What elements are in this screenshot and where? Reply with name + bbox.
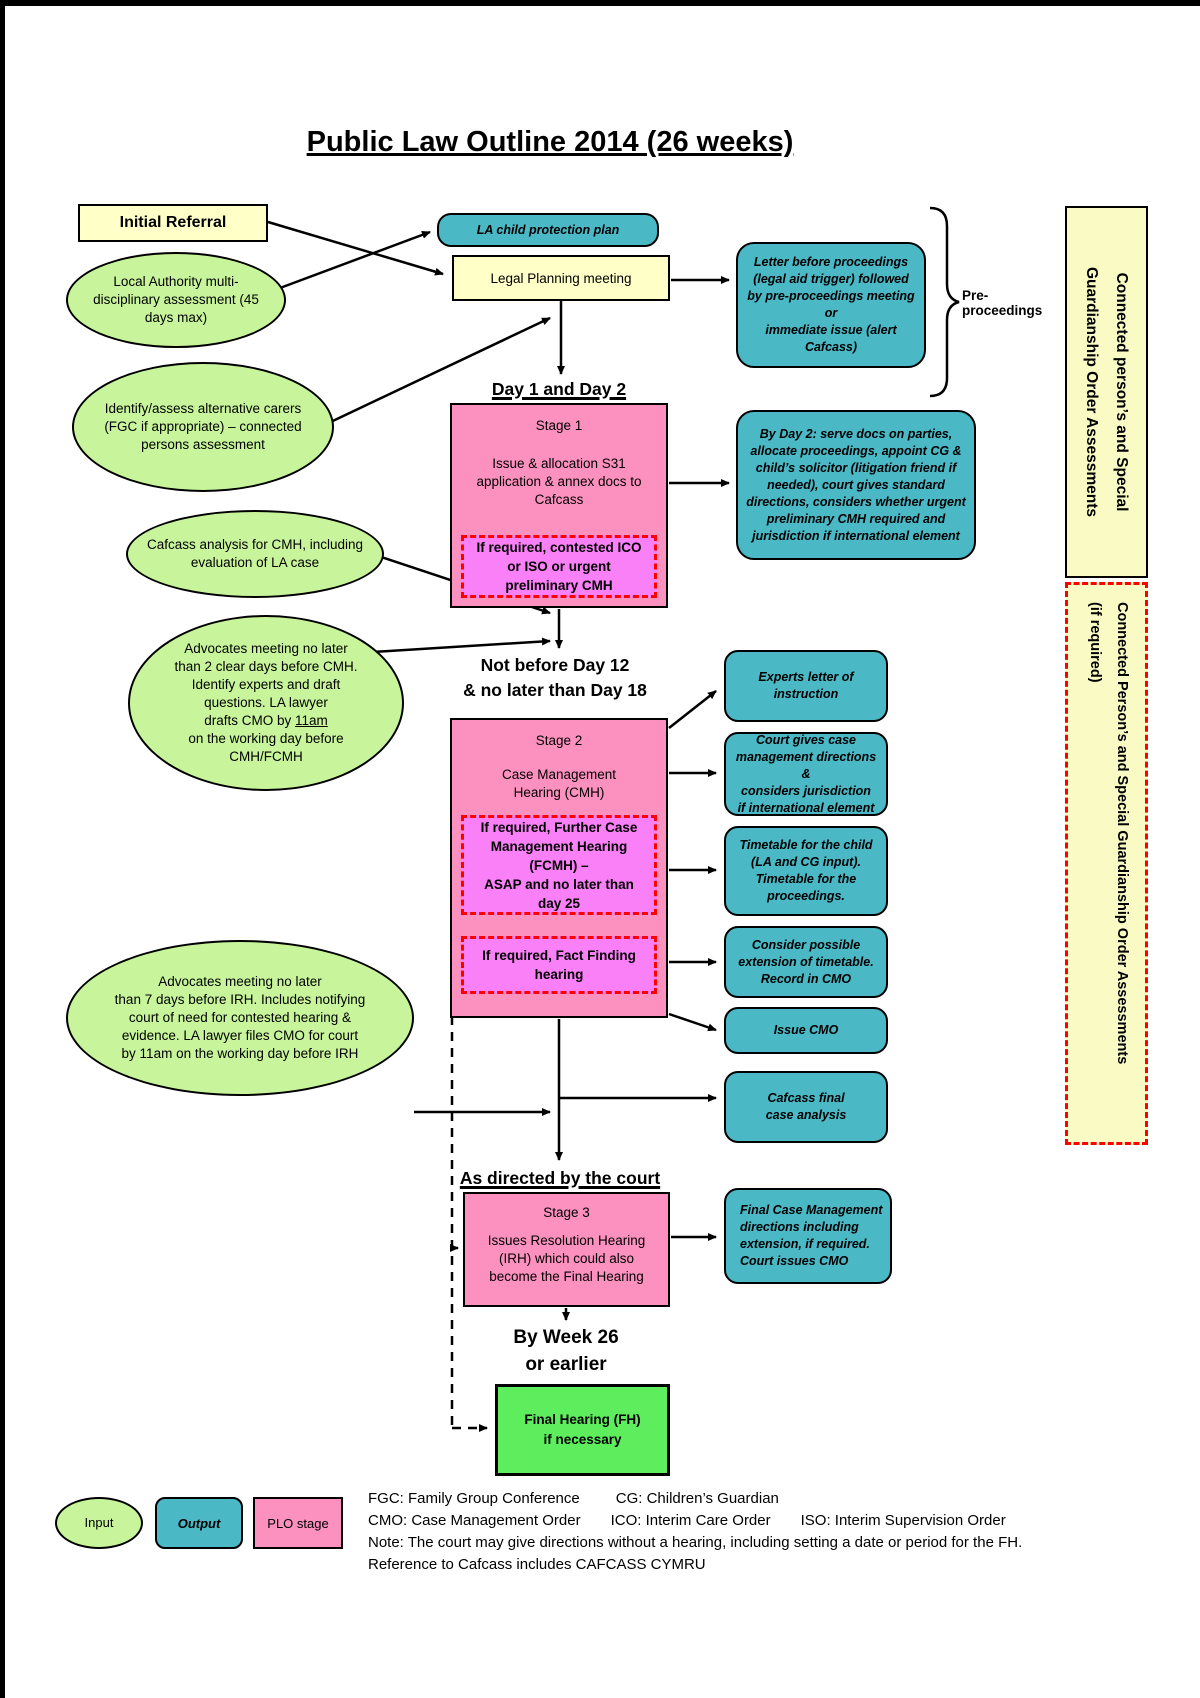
sidebar-connected-persons xyxy=(1065,206,1148,578)
arrow-initial-to-legal-planning xyxy=(267,220,444,276)
output-cafcass-final: Cafcass final case analysis xyxy=(724,1071,888,1143)
legend-cmo: CMO: Case Management Order xyxy=(368,1512,581,1529)
stage1-body: Issue & allocation S31 application & ann… xyxy=(476,456,642,507)
arrow-assessment-to-protection-plan xyxy=(279,230,431,290)
stage3-body: Issues Resolution Hearing (IRH) which co… xyxy=(487,1233,646,1284)
input-la-assessment: Local Authority multi-disciplinary asses… xyxy=(66,252,286,348)
stage1-heading: Day 1 and Day 2 xyxy=(491,379,627,399)
output-court-directions: Court gives case management directions &… xyxy=(724,732,888,816)
stage2-body: Case Management Hearing (CMH) xyxy=(501,767,617,800)
stage1-title: Stage 1 xyxy=(535,418,583,433)
stage2-title: Stage 2 xyxy=(535,733,583,748)
by-day2-rest: serve docs on parties, allocate proceedi… xyxy=(746,426,966,543)
output-by-day2: By Day 2: serve docs on parties, allocat… xyxy=(736,410,976,560)
arrow-advocates1-to-junction xyxy=(371,637,551,654)
legend-plo-sample: PLO stage xyxy=(253,1497,343,1549)
sidebar-top-line2: Guardianship Order Assessments xyxy=(1083,266,1100,518)
output-issue-cmo: Issue CMO xyxy=(724,1007,888,1054)
output-final-case-management: Final Case Management directions includi… xyxy=(724,1188,892,1284)
arrow-stage2-to-issue-cmo xyxy=(668,1012,717,1032)
input-cafcass-analysis: Cafcass analysis for CMH, including eval… xyxy=(126,510,384,598)
legend-note2: Reference to Cafcass includes CAFCASS CY… xyxy=(368,1556,706,1573)
legend-fgc: FGC: Family Group Conference xyxy=(368,1490,580,1507)
output-timetable: Timetable for the child (LA and CG input… xyxy=(724,826,888,916)
stage3-heading: As directed by the court xyxy=(459,1168,661,1188)
sidebar-bottom-line2: (if required) xyxy=(1087,602,1103,683)
node-initial-referral: Initial Referral xyxy=(78,204,268,242)
by-day2-lead: By Day 2: xyxy=(759,426,817,441)
stage1-box: Stage 1 Issue & allocation S31 applicati… xyxy=(450,403,668,608)
legend-note1: Note: The court may give directions with… xyxy=(368,1534,1023,1551)
stage2-box: Stage 2 Case Management Hearing (CMH) If… xyxy=(450,718,668,1018)
sidebar-connected-persons-text: Connected person’s and Special Guardians… xyxy=(1066,208,1146,576)
legend-output-sample: Output xyxy=(155,1497,243,1549)
input-identify-carers: Identify/assess alternative carers (FGC … xyxy=(72,362,334,492)
legend-text: FGC: Family Group Conference CG: Childre… xyxy=(368,1488,1048,1576)
sidebar-bottom-line1: Connected Person’s and Special Guardians… xyxy=(1114,602,1130,1065)
pre-proceedings-label: Pre- proceedings xyxy=(962,288,1043,318)
sidebar-connected-persons-if-required-text: Connected Person’s and Special Guardians… xyxy=(1065,586,1145,1142)
week26-heading: By Week 26 or earlier xyxy=(513,1327,619,1375)
input-advocates-meeting-irh: Advocates meeting no later than 7 days b… xyxy=(66,940,414,1096)
stage2-fact-finding-box: If required, Fact Finding hearing xyxy=(461,936,657,994)
legend-input-sample: Input xyxy=(55,1497,143,1549)
stage3-box: Stage 3 Issues Resolution Hearing (IRH) … xyxy=(463,1192,670,1307)
stage3-title: Stage 3 xyxy=(543,1205,590,1220)
legend-iso: ISO: Interim Supervision Order xyxy=(800,1512,1006,1529)
sidebar-top-line1: Connected person’s and Special xyxy=(1113,272,1130,512)
stage2-fcmh-box: If required, Further Case Management Hea… xyxy=(461,815,657,915)
node-final-hearing: Final Hearing (FH) if necessary xyxy=(495,1384,670,1476)
sidebar-connected-persons-if-required xyxy=(1065,582,1148,1145)
stage1-conditional-box: If required, contested ICO or ISO or urg… xyxy=(461,535,657,598)
page-edge-top xyxy=(0,0,1200,6)
output-extension: Consider possible extension of timetable… xyxy=(724,926,888,998)
output-experts-letter: Experts letter of instruction xyxy=(724,650,888,722)
legend-ico: ICO: Interim Care Order xyxy=(610,1512,771,1529)
advocates1-text-end: on the working day before CMH/FCMH xyxy=(188,731,344,764)
advocates1-11am: 11am xyxy=(295,713,328,728)
stage2-heading: Not before Day 12 & no later than Day 18 xyxy=(463,655,647,700)
output-la-child-protection-plan: LA child protection plan xyxy=(437,213,659,247)
page-edge-left xyxy=(0,0,5,1698)
output-letter-before-proceedings: Letter before proceedings (legal aid tri… xyxy=(736,242,926,368)
input-advocates-meeting-cmh: Advocates meeting no later than 2 clear … xyxy=(128,615,404,791)
page-title: Public Law Outline 2014 (26 weeks) xyxy=(306,126,794,158)
pre-proceedings-brace xyxy=(929,206,960,398)
advocates1-text: Advocates meeting no later than 2 clear … xyxy=(174,641,358,728)
node-legal-planning-meeting: Legal Planning meeting xyxy=(452,255,670,301)
legend-cg: CG: Children’s Guardian xyxy=(615,1490,779,1507)
